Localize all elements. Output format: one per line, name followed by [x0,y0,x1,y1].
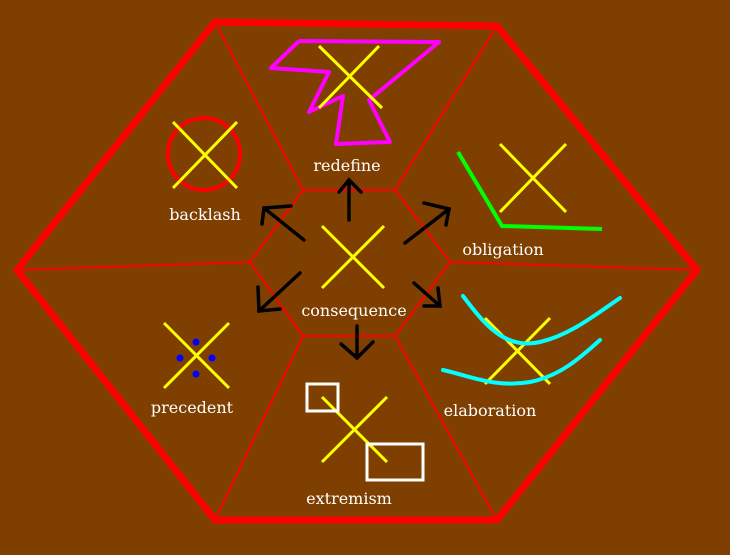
label-redefine: redefine [313,156,380,175]
obligation-cross-icon [498,142,568,214]
precedent-cross-icon [162,321,231,390]
obligation-section [456,142,603,231]
cyan-curves-shape [441,294,622,386]
label-extremism: extremism [306,489,392,508]
label-precedent: precedent [151,398,234,417]
center-cross-icon [320,224,386,290]
extremism-section [305,382,425,482]
label-consequence: consequence [301,301,406,320]
center-arrows [256,177,452,361]
outer-hexagon [13,18,701,524]
arrow-up-right-icon [403,201,452,245]
elaboration-section [441,294,622,386]
arrow-down-icon [339,324,375,361]
precedent-section [162,321,231,390]
label-elaboration: elaboration [444,401,537,420]
red-circle-shape [166,116,242,192]
magenta-zigzag-shape [269,39,441,146]
hexagon-spokes [16,21,698,521]
extremism-cross-icon [320,395,389,464]
blue-dots-shape [176,338,216,378]
arrow-down-left-icon [256,271,302,313]
redefine-section [269,39,441,146]
white-rectangle-shape [365,442,425,482]
arrow-up-icon [337,177,363,222]
small-white-square-shape [305,382,340,413]
green-angle-shape [456,150,603,231]
backlash-cross-icon [171,120,239,190]
elaboration-cross-icon [483,316,552,386]
redefine-cross-icon [317,44,384,110]
label-obligation: obligation [462,240,543,259]
label-backlash: backlash [169,205,241,224]
arrow-down-right-icon [412,281,442,308]
arrow-up-left-icon [260,204,306,242]
backlash-section [166,116,242,192]
